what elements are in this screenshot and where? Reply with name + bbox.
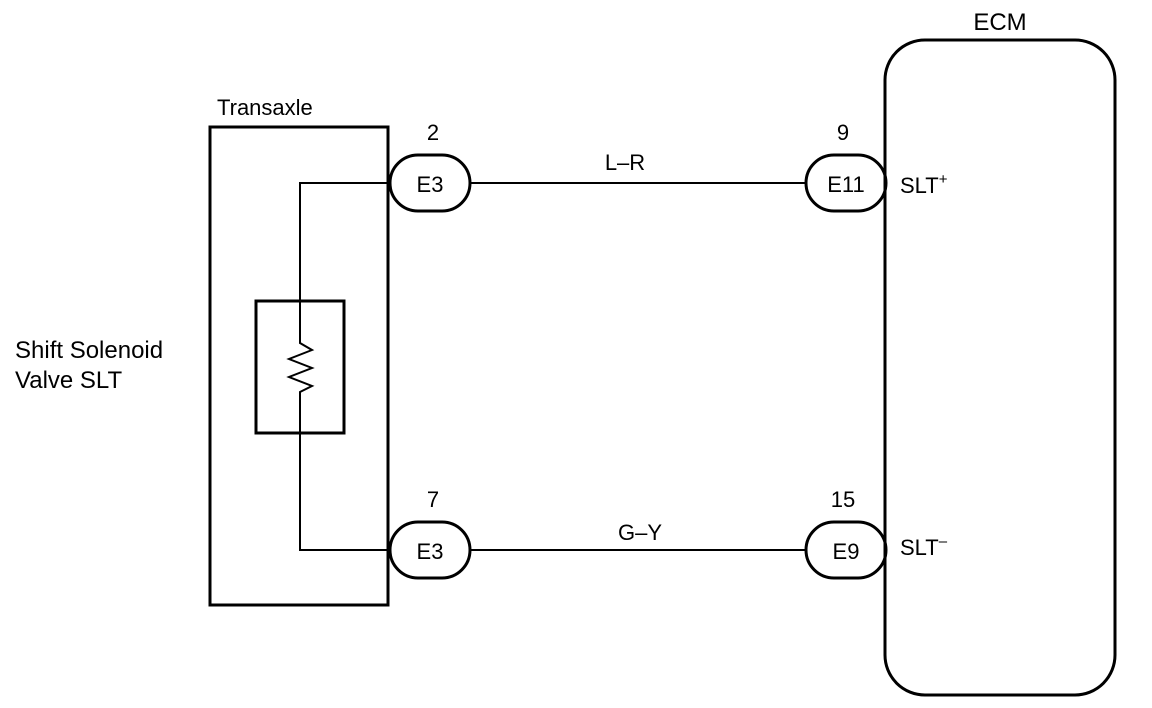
connector-bottom-left-pin: 7	[427, 487, 439, 512]
terminal-slt-plus-sign: +	[939, 171, 948, 188]
connector-top-right-name: E11	[827, 172, 865, 197]
connector-bottom-right-pin: 15	[831, 487, 855, 512]
connector-bottom-left-name: E3	[417, 539, 444, 564]
transaxle-box	[208, 125, 390, 607]
internal-wire-bottom	[299, 395, 390, 551]
component-label-line1: Shift Solenoid	[15, 337, 163, 364]
wire-bottom-color: G–Y	[618, 520, 662, 545]
connector-top-right	[804, 153, 888, 213]
solenoid-box	[254, 299, 346, 435]
terminal-slt-minus: SLT–	[900, 533, 948, 560]
component-label-line2: Valve SLT	[15, 367, 122, 394]
internal-wire-top	[299, 182, 390, 340]
connector-bottom-right-name: E9	[833, 539, 860, 564]
wire-top-color: L–R	[605, 150, 645, 175]
connector-top-right-pin: 9	[837, 120, 849, 145]
connector-bottom-right	[804, 520, 888, 580]
solenoid-coil-icon	[286, 340, 315, 395]
ecm-box	[883, 38, 1117, 697]
connector-top-left-name: E3	[417, 172, 444, 197]
connector-top-left	[388, 153, 472, 213]
ecm-label: ECM	[973, 9, 1026, 36]
terminal-slt-plus: SLT+	[900, 171, 948, 198]
connector-bottom-left	[388, 520, 472, 580]
terminal-slt-minus-sign: –	[939, 533, 948, 550]
transaxle-label: Transaxle	[217, 95, 313, 120]
terminal-slt-plus-base: SLT	[900, 173, 939, 198]
terminal-slt-minus-base: SLT	[900, 535, 939, 560]
connector-top-left-pin: 2	[427, 120, 439, 145]
